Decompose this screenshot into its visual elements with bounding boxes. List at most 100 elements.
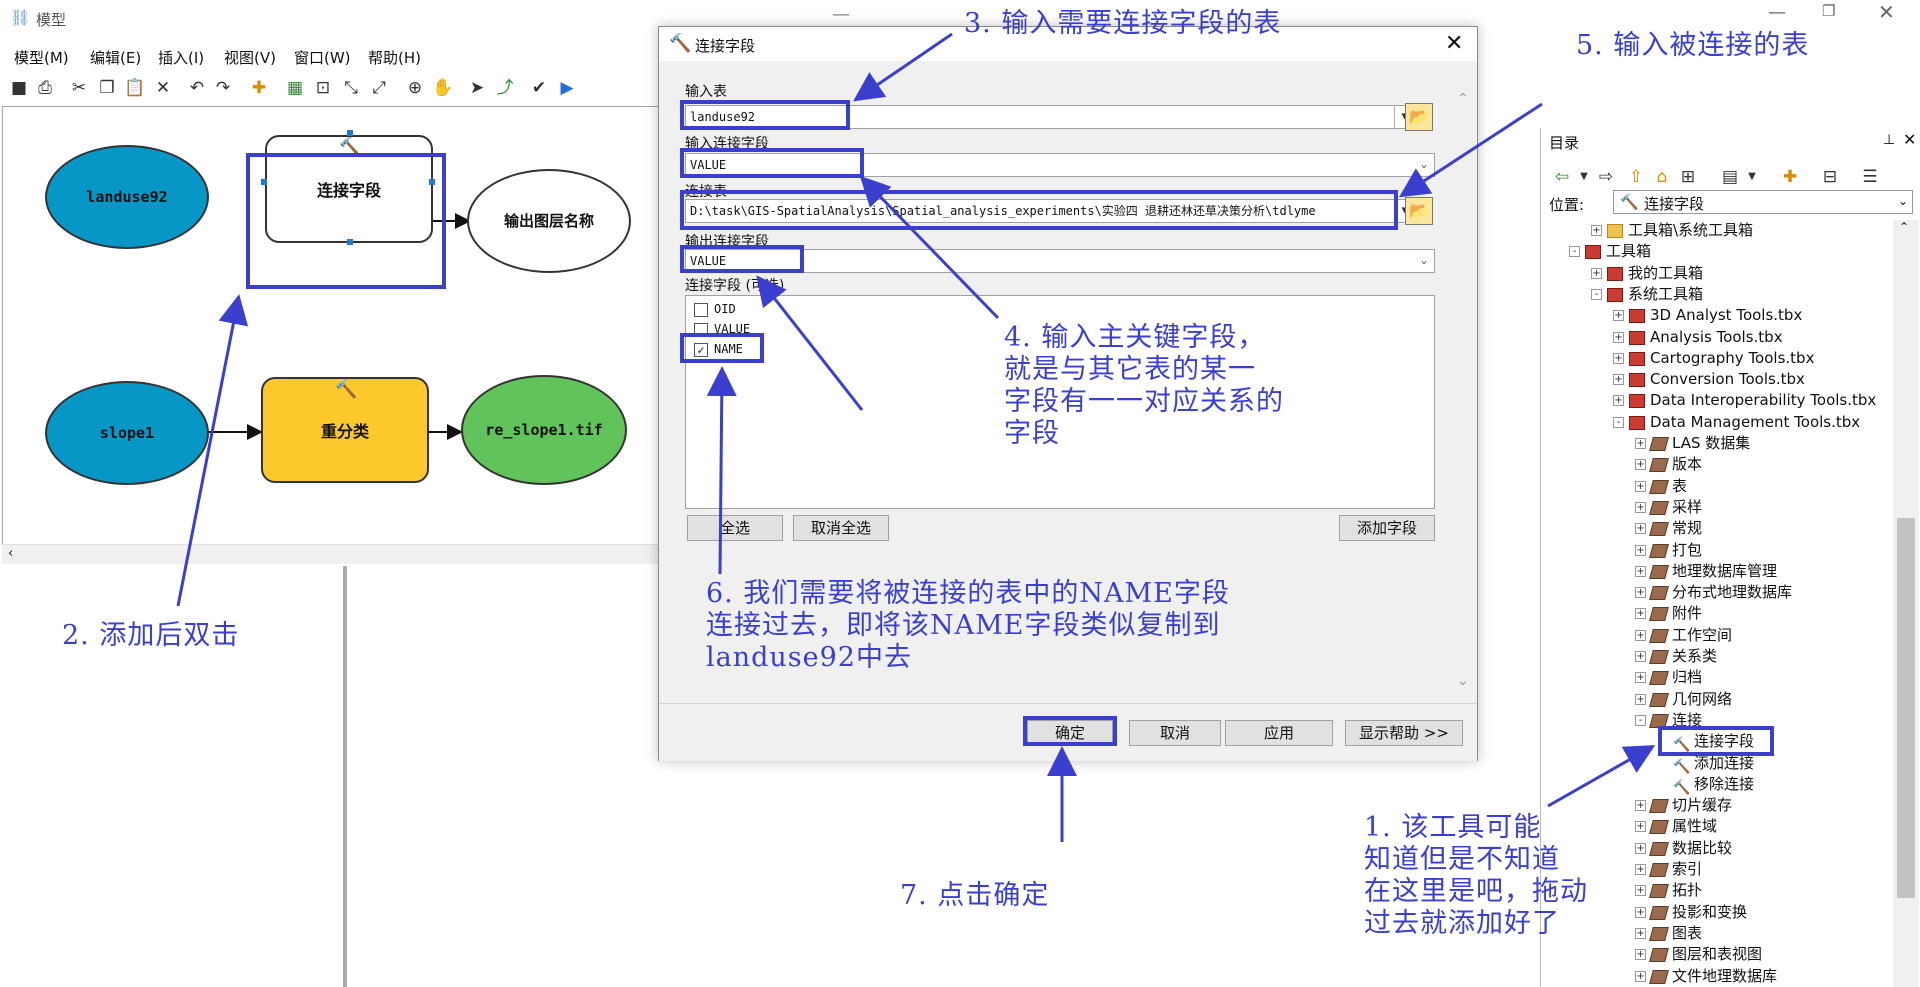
expand-icon[interactable]: + xyxy=(1635,843,1646,854)
redo-icon[interactable]: ↷ xyxy=(215,78,231,98)
collapse-icon[interactable]: - xyxy=(1613,417,1624,428)
clear-all-button[interactable]: 取消全选 xyxy=(793,515,889,541)
tree-item[interactable]: +我的工具箱 xyxy=(1591,263,1703,284)
selection-handle[interactable] xyxy=(347,239,353,245)
new-folder-icon[interactable]: ✚ xyxy=(1782,167,1798,187)
close-icon[interactable]: ✕ xyxy=(1878,0,1895,24)
expand-icon[interactable]: + xyxy=(1635,630,1646,641)
node-re-slope1[interactable]: re_slope1.tif xyxy=(461,375,627,485)
tree-item[interactable]: +采样 xyxy=(1635,497,1702,518)
expand-icon[interactable]: + xyxy=(1635,651,1646,662)
expand-icon[interactable]: + xyxy=(1613,310,1624,321)
tree-item[interactable]: +Conversion Tools.tbx xyxy=(1613,369,1805,390)
input-join-field-select[interactable]: VALUE ⌄ xyxy=(685,153,1435,177)
tree-item[interactable]: +归档 xyxy=(1635,667,1702,688)
tree-item[interactable]: 🔨连接字段 xyxy=(1657,731,1754,753)
checkbox[interactable] xyxy=(694,322,708,337)
expand-icon[interactable]: + xyxy=(1591,268,1602,279)
tree-item[interactable]: +切片缓存 xyxy=(1635,795,1732,816)
views-icon[interactable]: ▤ xyxy=(1721,167,1739,187)
tree-item[interactable]: +图层和表视图 xyxy=(1635,944,1762,965)
add-field-button[interactable]: 添加字段 xyxy=(1339,515,1435,541)
tree-item[interactable]: +拓扑 xyxy=(1635,880,1702,901)
expand-icon[interactable]: + xyxy=(1635,971,1646,982)
select-all-button[interactable]: 全选 xyxy=(687,515,783,541)
show-help-button[interactable]: 显示帮助 >> xyxy=(1345,720,1463,746)
close-icon[interactable]: ✕ xyxy=(1445,31,1464,56)
chevron-down-icon[interactable]: ⌄ xyxy=(1897,194,1908,208)
cancel-button[interactable]: 取消 xyxy=(1129,720,1221,746)
ok-button[interactable]: 确定 xyxy=(1027,720,1113,746)
tree-item[interactable]: +工作空间 xyxy=(1635,625,1732,646)
fixed-zoom-out-icon[interactable]: ⤢ xyxy=(372,78,386,98)
selection-handle[interactable] xyxy=(261,179,267,185)
tree-item[interactable]: +Cartography Tools.tbx xyxy=(1613,348,1814,369)
expand-icon[interactable]: + xyxy=(1635,481,1646,492)
tree-item[interactable]: +打包 xyxy=(1635,540,1702,561)
forward-icon[interactable]: ⇨ xyxy=(1598,167,1614,187)
scrollbar-thumb[interactable] xyxy=(1897,518,1915,898)
tree-item[interactable]: +Data Interoperability Tools.tbx xyxy=(1613,390,1876,411)
back-icon[interactable]: ⇦ xyxy=(1554,167,1570,187)
expand-icon[interactable]: + xyxy=(1635,949,1646,960)
add-data-icon[interactable]: ✚ xyxy=(251,78,267,98)
options-icon[interactable]: ☰ xyxy=(1862,167,1878,187)
copy-icon[interactable]: ❐ xyxy=(99,78,115,98)
tree-item[interactable]: +版本 xyxy=(1635,454,1702,475)
tree-item[interactable]: +分布式地理数据库 xyxy=(1635,582,1792,603)
input-table-field[interactable]: landuse92 ▼ xyxy=(685,105,1415,129)
menu-view[interactable]: 视图(V) xyxy=(224,49,276,67)
tree-item[interactable]: +文件地理数据库 xyxy=(1635,966,1777,987)
expand-icon[interactable]: + xyxy=(1635,694,1646,705)
auto-layout-icon[interactable]: ▦ xyxy=(286,78,304,98)
expand-icon[interactable]: + xyxy=(1635,928,1646,939)
expand-icon[interactable]: + xyxy=(1591,225,1602,236)
expand-icon[interactable]: + xyxy=(1613,395,1624,406)
tree-item[interactable]: +3D Analyst Tools.tbx xyxy=(1613,305,1802,326)
scroll-up-icon[interactable]: ⌃ xyxy=(1457,91,1469,107)
field-row-value[interactable]: VALUE xyxy=(694,320,750,338)
expand-icon[interactable]: + xyxy=(1635,545,1646,556)
expand-icon[interactable]: + xyxy=(1613,353,1624,364)
tree-item[interactable]: -Data Management Tools.tbx xyxy=(1613,412,1860,433)
tree-item[interactable]: +关系类 xyxy=(1635,646,1717,667)
cut-icon[interactable]: ✂ xyxy=(71,78,87,98)
location-combobox[interactable]: 🔨 连接字段 ⌄ xyxy=(1613,190,1913,214)
expand-icon[interactable]: + xyxy=(1635,438,1646,449)
save-icon[interactable]: ■ xyxy=(10,78,28,98)
tree-item[interactable]: +常规 xyxy=(1635,518,1702,539)
menu-edit[interactable]: 编辑(E) xyxy=(90,49,142,67)
tree-item[interactable]: +图表 xyxy=(1635,923,1702,944)
node-reclassify-tool[interactable]: 重分类 xyxy=(261,377,429,483)
apply-button[interactable]: 应用 xyxy=(1225,720,1333,746)
tree-item[interactable]: +几何网络 xyxy=(1635,689,1732,710)
selection-handle[interactable] xyxy=(429,179,435,185)
checkbox-checked[interactable]: ✓ xyxy=(694,342,708,357)
menu-insert[interactable]: 插入(I) xyxy=(158,49,205,67)
tree-item[interactable]: +表 xyxy=(1635,476,1687,497)
pin-icon[interactable]: ⊥ xyxy=(1883,132,1896,148)
catalog-tree[interactable]: +工具箱\系统工具箱-工具箱+我的工具箱-系统工具箱+3D Analyst To… xyxy=(1541,220,1893,987)
chevron-down-icon[interactable]: ▼ xyxy=(1580,171,1588,182)
tree-item[interactable]: +数据比较 xyxy=(1635,838,1732,859)
node-output-layer[interactable]: 输出图层名称 xyxy=(467,169,631,273)
connect-folder-icon[interactable]: ⊞ xyxy=(1680,167,1696,187)
tree-item[interactable]: +索引 xyxy=(1635,859,1702,880)
expand-icon[interactable]: + xyxy=(1613,374,1624,385)
run-icon[interactable]: ▶ xyxy=(560,78,574,98)
tree-item[interactable]: -工具箱 xyxy=(1569,241,1651,262)
toggle-contents-icon[interactable]: ⊟ xyxy=(1822,167,1838,187)
tree-item[interactable]: 🔨添加连接 xyxy=(1657,753,1754,775)
tree-item[interactable]: +地理数据库管理 xyxy=(1635,561,1777,582)
collapse-icon[interactable]: - xyxy=(1635,715,1646,726)
tree-item[interactable]: -连接 xyxy=(1635,710,1702,731)
expand-icon[interactable]: + xyxy=(1635,864,1646,875)
print-icon[interactable]: ⎙ xyxy=(38,78,52,98)
join-table-field[interactable]: D:\task\GIS-SpatialAnalysis\Spatial_anal… xyxy=(685,199,1415,223)
expand-icon[interactable]: + xyxy=(1635,587,1646,598)
minimize-icon[interactable]: — xyxy=(1768,2,1786,23)
expand-icon[interactable]: + xyxy=(1635,608,1646,619)
menu-window[interactable]: 窗口(W) xyxy=(294,49,351,67)
model-canvas[interactable]: landuse92 连接字段 🔨 输出图层名称 slope1 重分类 🔨 re_… xyxy=(2,106,658,544)
node-slope1[interactable]: slope1 xyxy=(45,381,209,485)
